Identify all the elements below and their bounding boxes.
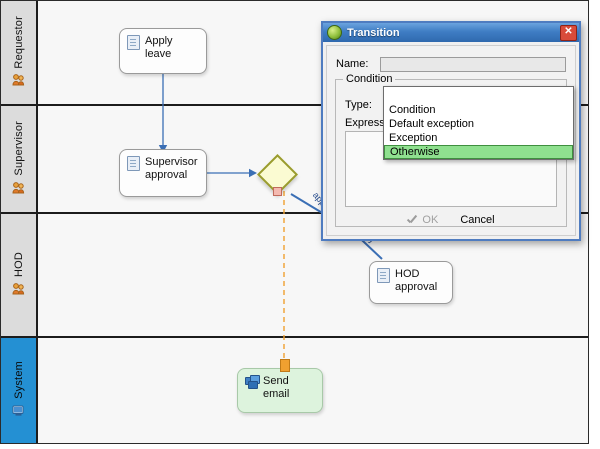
name-row: Name: xyxy=(336,56,566,72)
node-label-apply-leave: Apply leave xyxy=(145,35,173,60)
lane-label-hod: HOD xyxy=(12,251,25,278)
decision-gateway[interactable] xyxy=(256,153,299,196)
node-label-supervisor-approval: Supervisor approval xyxy=(145,156,198,181)
ok-button-label: OK xyxy=(422,214,439,226)
dropdown-option-otherwise[interactable]: Otherwise xyxy=(384,145,573,159)
dialog-button-bar: OK Cancel xyxy=(327,209,575,231)
node-apply-leave[interactable]: Apply leave xyxy=(119,28,207,74)
lane-header-hod[interactable]: HOD xyxy=(1,214,38,336)
people-icon xyxy=(11,74,26,89)
dropdown-option-default-exception[interactable]: Default exception xyxy=(389,118,474,130)
node-send-email[interactable]: Send email xyxy=(237,368,323,413)
lane-label-system: System xyxy=(12,361,25,399)
ok-button[interactable]: OK xyxy=(403,213,442,227)
dropdown-option-condition[interactable]: Condition xyxy=(389,104,436,116)
dropdown-option-blank[interactable] xyxy=(384,87,573,103)
cancel-button[interactable]: Cancel xyxy=(460,214,495,226)
document-icon xyxy=(127,156,140,171)
document-icon xyxy=(377,268,390,283)
transition-icon xyxy=(327,25,342,40)
dialog-body: Name: Condition Type: Otherwise Expressi… xyxy=(326,45,576,236)
lane-label-requestor: Requestor xyxy=(12,15,25,69)
lane-header-requestor[interactable]: Requestor xyxy=(1,1,38,104)
name-input[interactable] xyxy=(380,56,566,72)
lane-header-system[interactable]: System xyxy=(1,338,38,443)
document-icon xyxy=(127,35,140,50)
lane-label-supervisor: Supervisor xyxy=(12,121,25,176)
send-email-anchor[interactable] xyxy=(280,359,290,372)
dropdown-option-exception[interactable]: Exception xyxy=(389,132,438,144)
mail-icon xyxy=(245,375,260,389)
people-icon xyxy=(11,181,26,197)
node-hod-approval[interactable]: HOD approval xyxy=(369,261,453,304)
condition-group-caption: Condition xyxy=(343,73,396,85)
gateway-anchor-handle[interactable] xyxy=(273,187,282,196)
close-icon[interactable]: ✕ xyxy=(560,24,577,41)
dialog-title: Transition xyxy=(347,26,400,39)
node-label-hod-approval: HOD approval xyxy=(395,268,438,293)
node-label-send-email: Send email xyxy=(263,375,290,400)
type-dropdown-list[interactable]: Condition Default exception Exception Ot… xyxy=(383,86,574,160)
name-label: Name: xyxy=(336,58,369,70)
type-label: Type: xyxy=(345,99,372,111)
node-supervisor-approval[interactable]: Supervisor approval xyxy=(119,149,207,197)
computer-icon xyxy=(12,405,26,420)
people-icon xyxy=(11,283,26,298)
check-icon xyxy=(407,216,418,225)
dialog-title-bar[interactable]: Transition ✕ xyxy=(323,23,579,42)
lane-header-supervisor[interactable]: Supervisor xyxy=(1,106,38,212)
transition-dialog[interactable]: Transition ✕ Name: Condition Type: Other… xyxy=(321,21,581,241)
